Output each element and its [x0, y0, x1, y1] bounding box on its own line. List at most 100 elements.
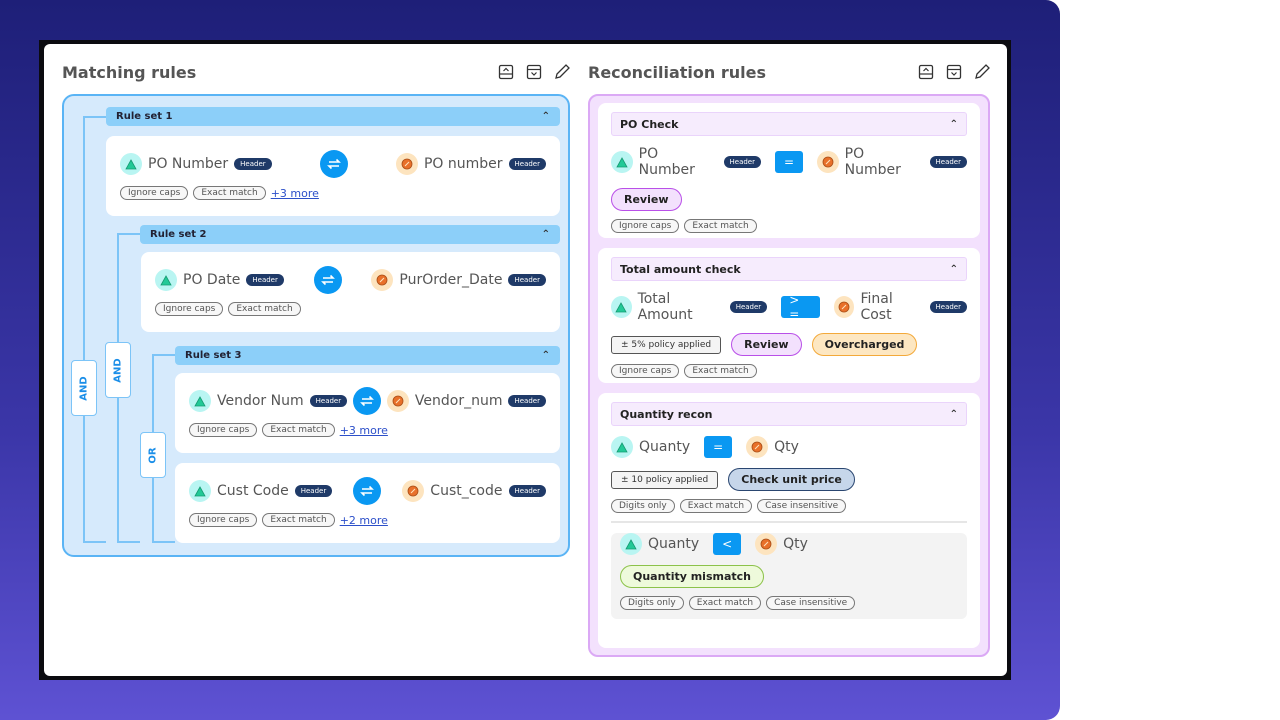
- chevron-up-icon[interactable]: ⌃: [949, 118, 958, 130]
- rule-set-title: Rule set 1: [116, 111, 173, 122]
- source-field-name: PO Date: [183, 272, 241, 288]
- outcome-tag[interactable]: Overcharged: [811, 333, 918, 356]
- outcome-tag[interactable]: Review: [611, 188, 682, 211]
- operator-label: AND: [112, 357, 124, 383]
- swap-arrows-icon[interactable]: [319, 150, 348, 178]
- source-field: Quanty: [620, 533, 699, 555]
- option-chip: Exact match: [193, 186, 266, 200]
- comparison-operator[interactable]: > =: [781, 293, 821, 321]
- option-chip: Case insensitive: [757, 499, 847, 513]
- comparison-operator[interactable]: =: [704, 436, 733, 458]
- triangle-icon: [611, 436, 633, 458]
- rule-set-3-header[interactable]: Rule set 3 ⌃: [175, 346, 560, 365]
- target-field-name: PO Number: [844, 146, 901, 178]
- triangle-icon: [189, 390, 211, 412]
- triangle-icon: [620, 533, 642, 555]
- and-operator-toggle[interactable]: AND: [71, 360, 97, 416]
- section-header[interactable]: Total amount check ⌃: [611, 257, 967, 281]
- swap-arrows-icon[interactable]: [353, 477, 382, 505]
- policy-tag: ± 10 policy applied: [611, 470, 719, 489]
- compass-icon: [755, 533, 778, 555]
- triangle-icon: [611, 151, 633, 173]
- compass-icon: [386, 390, 409, 412]
- swap-arrows-icon[interactable]: [313, 266, 342, 294]
- section-header[interactable]: PO Check⌃: [611, 112, 967, 136]
- header-badge: Header: [508, 158, 546, 170]
- target-field: PO Number Header: [817, 146, 967, 178]
- collapse-all-icon[interactable]: [497, 63, 515, 81]
- option-chip: Ignore caps: [189, 513, 258, 527]
- chevron-up-icon[interactable]: ⌃: [541, 229, 550, 240]
- reconciliation-rules-title: Reconciliation rules: [588, 63, 766, 82]
- option-chip: Exact match: [684, 364, 757, 378]
- section-header[interactable]: Quantity recon ⌃: [611, 402, 967, 426]
- reconciliation-section: Quantity recon ⌃ Quanty = Qty ± 10 policy ap…: [598, 393, 980, 648]
- source-field: PO Date Header: [155, 269, 284, 291]
- option-chip: Case insensitive: [766, 596, 856, 610]
- target-field: PO number Header: [395, 153, 546, 175]
- pencil-icon[interactable]: [553, 63, 571, 81]
- collapse-all-icon[interactable]: [917, 63, 935, 81]
- more-options-link[interactable]: +3 more: [339, 423, 388, 437]
- outcome-tag[interactable]: Review: [731, 333, 802, 356]
- outcome-tag[interactable]: Quantity mismatch: [620, 565, 764, 588]
- more-options-link[interactable]: +2 more: [339, 513, 388, 527]
- header-badge: Header: [723, 156, 761, 168]
- comparison-operator[interactable]: <: [713, 533, 742, 555]
- swap-arrows-icon[interactable]: [353, 387, 382, 415]
- triangle-icon: [155, 269, 177, 291]
- triangle-icon: [611, 296, 632, 318]
- source-field-name: Cust Code: [217, 483, 289, 499]
- compass-icon: [746, 436, 769, 458]
- operator-label: OR: [147, 446, 159, 464]
- compass-icon: [402, 480, 425, 502]
- more-options-link[interactable]: +3 more: [270, 186, 319, 200]
- option-chip: Exact match: [684, 219, 757, 233]
- rule-set-title: Rule set 2: [150, 229, 207, 240]
- or-operator-toggle[interactable]: OR: [140, 432, 166, 478]
- pencil-icon[interactable]: [973, 63, 991, 81]
- header-badge: Header: [929, 156, 967, 168]
- source-field-name: Quanty: [648, 536, 700, 552]
- chevron-up-icon[interactable]: ⌃: [949, 263, 958, 275]
- and-operator-toggle[interactable]: AND: [105, 342, 131, 398]
- policy-tag: ± 5% policy applied: [611, 335, 722, 354]
- comparison-operator[interactable]: =: [775, 151, 803, 173]
- target-field-name: Qty: [774, 439, 799, 455]
- header-badge: Header: [234, 158, 272, 170]
- matching-toolbar: [497, 63, 571, 81]
- target-field-name: Vendor_num: [414, 393, 503, 409]
- section-title: Quantity recon: [620, 407, 713, 421]
- expand-all-icon[interactable]: [525, 63, 543, 81]
- header-badge: Header: [929, 301, 967, 313]
- target-field-name: Qty: [783, 536, 808, 552]
- source-field-name: Total Amount: [637, 291, 693, 323]
- reconciliation-toolbar: [917, 63, 991, 81]
- rule-set-title: Rule set 3: [185, 350, 242, 361]
- target-field: Qty: [746, 436, 799, 458]
- chevron-up-icon[interactable]: ⌃: [949, 408, 958, 420]
- chevron-up-icon[interactable]: ⌃: [541, 111, 550, 122]
- header-badge: Header: [309, 395, 348, 407]
- rule-set-2-header[interactable]: Rule set 2 ⌃: [140, 225, 560, 244]
- source-field: Quanty: [611, 436, 690, 458]
- chevron-up-icon[interactable]: ⌃: [541, 350, 550, 361]
- section-title: Total amount check: [620, 262, 741, 276]
- target-field-name: PO number: [423, 156, 503, 172]
- header-badge: Header: [246, 274, 284, 286]
- outcome-tag[interactable]: Check unit price: [728, 468, 855, 491]
- operator-label: AND: [78, 375, 90, 401]
- expand-all-icon[interactable]: [945, 63, 963, 81]
- option-chip: Ignore caps: [611, 364, 680, 378]
- rule-set-1-header[interactable]: Rule set 1 ⌃: [106, 107, 560, 126]
